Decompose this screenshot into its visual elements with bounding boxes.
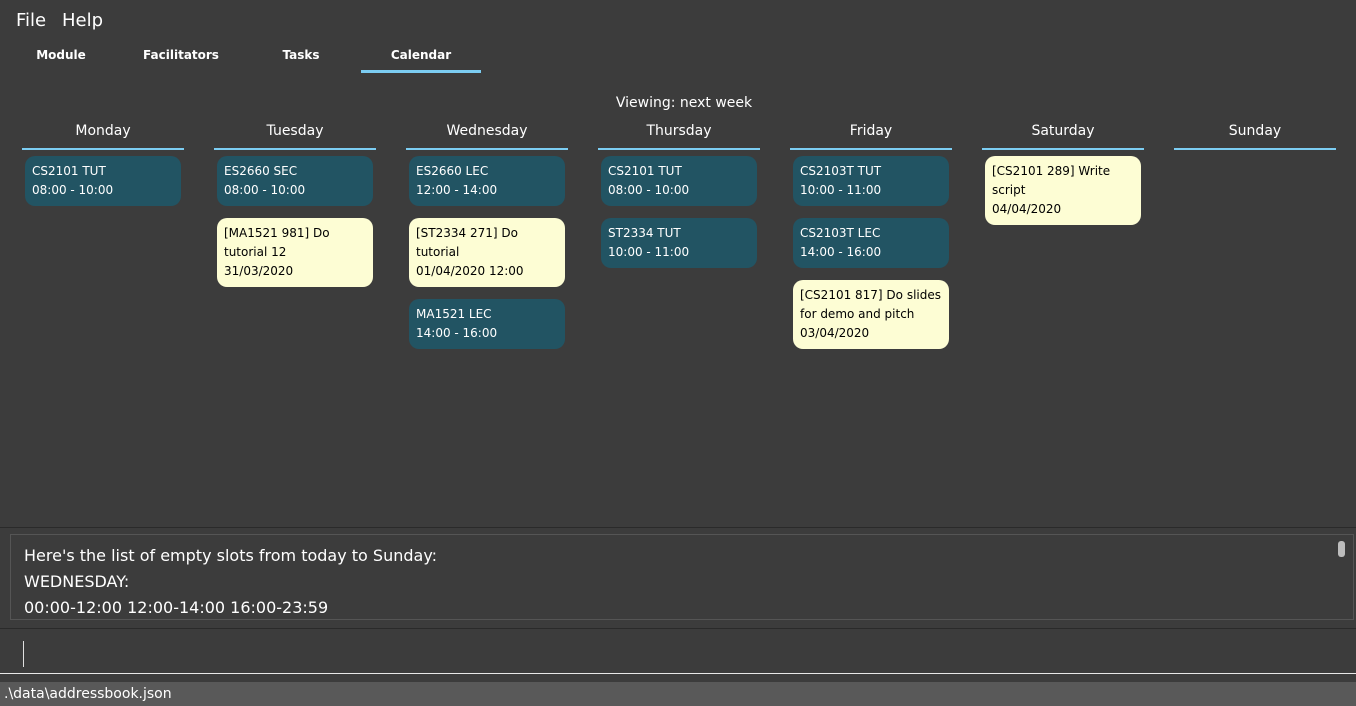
card-line: CS2101 TUT xyxy=(32,164,106,178)
active-tab-indicator xyxy=(361,70,481,73)
card-line: tutorial 12 xyxy=(224,245,287,259)
card-line: CS2103T LEC xyxy=(800,226,881,240)
text-caret xyxy=(23,641,24,667)
event-list: [CS2101 289] Write script 04/04/2020 xyxy=(982,150,1144,225)
result-scrollbar[interactable] xyxy=(1338,541,1345,557)
card-line: 03/04/2020 xyxy=(800,326,870,340)
lesson-card[interactable]: CS2103T TUT 10:00 - 11:00 xyxy=(793,156,949,206)
day-header: Wednesday xyxy=(406,120,568,150)
day-header: Tuesday xyxy=(214,120,376,150)
day-header: Friday xyxy=(790,120,952,150)
card-line: 10:00 - 11:00 xyxy=(800,183,882,197)
lesson-card[interactable]: CS2103T LEC 14:00 - 16:00 xyxy=(793,218,949,268)
card-line: script xyxy=(992,183,1026,197)
day-header: Monday xyxy=(22,120,184,150)
lesson-card[interactable]: ES2660 LEC 12:00 - 14:00 xyxy=(409,156,565,206)
card-line: 12:00 - 14:00 xyxy=(416,183,498,197)
card-line: 31/03/2020 xyxy=(224,264,294,278)
divider xyxy=(0,527,1356,528)
card-line: 08:00 - 10:00 xyxy=(32,183,114,197)
card-line: 14:00 - 16:00 xyxy=(416,326,498,340)
result-line: 00:00-12:00 12:00-14:00 16:00-23:59 xyxy=(24,598,329,617)
tab-calendar[interactable]: Calendar xyxy=(390,48,452,62)
event-list xyxy=(1174,150,1336,156)
card-line: 04/04/2020 xyxy=(992,202,1062,216)
lesson-card[interactable]: ST2334 TUT 10:00 - 11:00 xyxy=(601,218,757,268)
card-line: CS2101 TUT xyxy=(608,164,682,178)
day-header: Thursday xyxy=(598,120,760,150)
card-line: [CS2101 817] Do slides xyxy=(800,288,941,302)
card-line: for demo and pitch xyxy=(800,307,915,321)
result-line: Here's the list of empty slots from toda… xyxy=(24,546,438,565)
task-card[interactable]: [CS2101 289] Write script 04/04/2020 xyxy=(985,156,1141,225)
menu-file[interactable]: File xyxy=(16,10,47,31)
card-line: [ST2334 271] Do tutorial xyxy=(416,226,518,259)
card-line: ES2660 SEC xyxy=(224,164,298,178)
day-column-saturday: Saturday [CS2101 289] Write script 04/04/20… xyxy=(982,120,1144,237)
event-list: ES2660 LEC 12:00 - 14:00 [ST2334 271] Do t… xyxy=(406,150,568,349)
result-line: WEDNESDAY: xyxy=(24,572,130,591)
card-line: CS2103T TUT xyxy=(800,164,882,178)
event-list: ES2660 SEC 08:00 - 10:00 [MA1521 981] Do tu… xyxy=(214,150,376,287)
result-display: Here's the list of empty slots from toda… xyxy=(10,534,1354,620)
status-bar: .\data\addressbook.json xyxy=(0,682,1356,706)
viewing-label: Viewing: next week xyxy=(615,95,753,111)
card-line: 14:00 - 16:00 xyxy=(800,245,882,259)
card-line: ST2334 TUT xyxy=(608,226,681,240)
lesson-card[interactable]: CS2101 TUT 08:00 - 10:00 xyxy=(25,156,181,206)
card-line: 08:00 - 10:00 xyxy=(608,183,690,197)
lesson-card[interactable]: CS2101 TUT 08:00 - 10:00 xyxy=(601,156,757,206)
tab-tasks[interactable]: Tasks xyxy=(282,48,320,62)
card-line: 10:00 - 11:00 xyxy=(608,245,690,259)
tab-facilitators[interactable]: Facilitators xyxy=(143,48,219,62)
tab-bar: Module Facilitators Tasks Calendar xyxy=(0,40,1356,76)
menu-help[interactable]: Help xyxy=(62,10,104,31)
card-line: [CS2101 289] Write xyxy=(992,164,1111,178)
status-file-path: .\data\addressbook.json xyxy=(4,686,172,702)
task-card[interactable]: [MA1521 981] Do tutorial 12 31/03/2020 xyxy=(217,218,373,287)
lesson-card[interactable]: MA1521 LEC 14:00 - 16:00 xyxy=(409,299,565,349)
card-line: 01/04/2020 12:00 xyxy=(416,264,524,278)
card-line: [MA1521 981] Do xyxy=(224,226,330,240)
card-line: MA1521 LEC xyxy=(416,307,492,321)
lesson-card[interactable]: ES2660 SEC 08:00 - 10:00 xyxy=(217,156,373,206)
card-line: 08:00 - 10:00 xyxy=(224,183,306,197)
task-card[interactable]: [CS2101 817] Do slides for demo and pitch… xyxy=(793,280,949,349)
card-line: ES2660 LEC xyxy=(416,164,489,178)
day-header: Saturday xyxy=(982,120,1144,150)
tab-module[interactable]: Module xyxy=(36,48,86,62)
day-column-sunday: Sunday xyxy=(1174,120,1336,156)
event-list: CS2101 TUT 08:00 - 10:00 xyxy=(22,150,184,206)
task-card[interactable]: [ST2334 271] Do tutorial 01/04/2020 12:00 xyxy=(409,218,565,287)
day-header: Sunday xyxy=(1174,120,1336,150)
command-box[interactable] xyxy=(0,628,1356,674)
menu-bar: File Help xyxy=(0,0,1356,40)
